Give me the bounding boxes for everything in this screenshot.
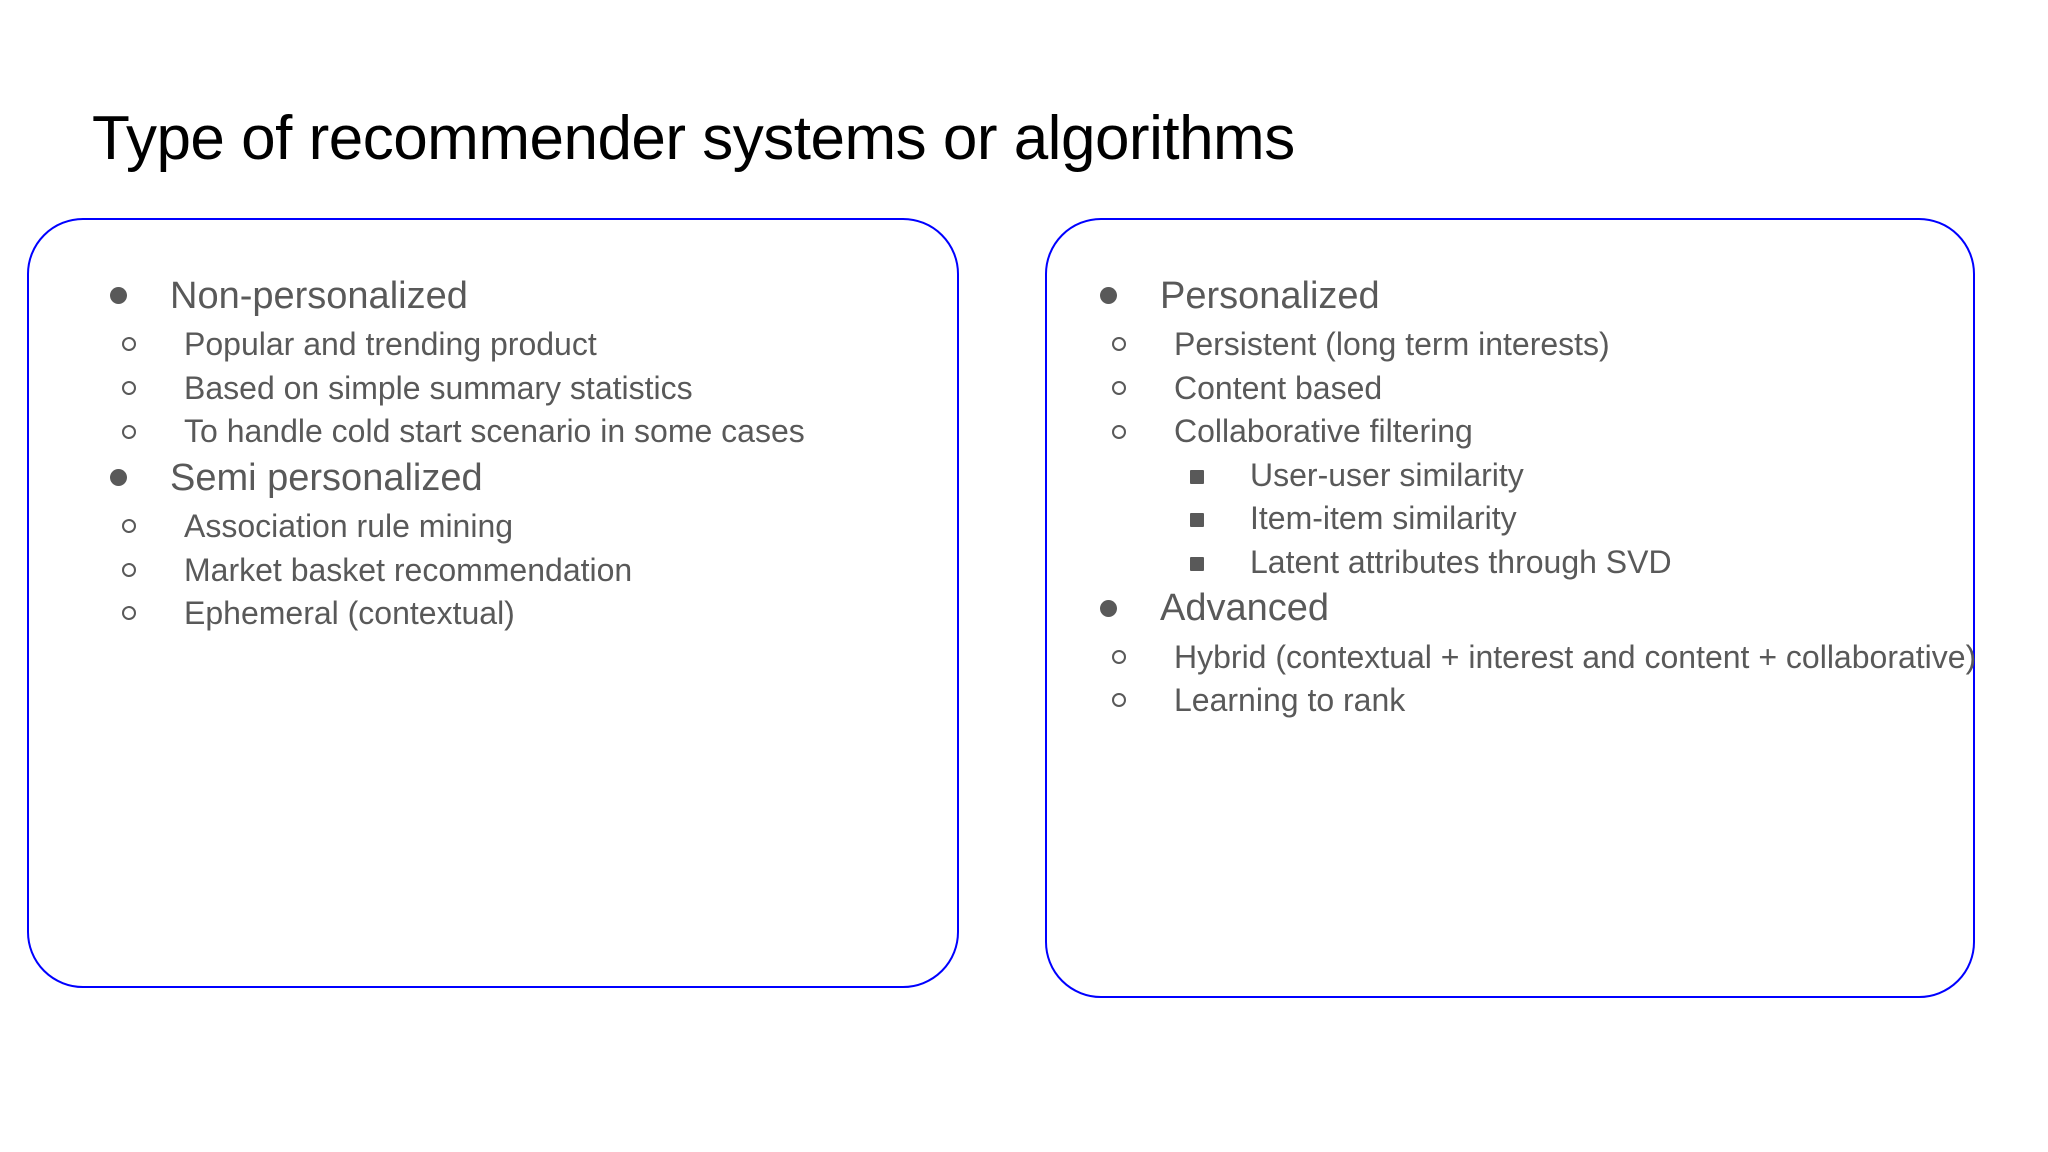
- list-item-label: Persistent (long term interests): [1174, 326, 1610, 363]
- list-item: Item-item similarity: [1082, 497, 1982, 541]
- list-item-label: User-user similarity: [1250, 456, 1524, 493]
- list-item: Content based: [1082, 367, 1982, 411]
- list-item: Semi personalized: [92, 454, 972, 503]
- filled-disc-bullet-icon: [110, 469, 127, 487]
- filled-disc-bullet-icon: [1100, 599, 1117, 617]
- list-item: Latent attributes through SVD: [1082, 541, 1982, 585]
- list-item: Non-personalized: [92, 272, 972, 321]
- hollow-circle-bullet-icon: [122, 380, 136, 395]
- right-category-box: [1045, 218, 1975, 998]
- list-item-label: Semi personalized: [170, 456, 483, 499]
- list-item: Advanced: [1082, 584, 1982, 633]
- left-category-box: [27, 218, 959, 988]
- hollow-circle-bullet-icon: [122, 562, 136, 577]
- list-item-label: To handle cold start scenario in some ca…: [184, 413, 805, 450]
- hollow-circle-bullet-icon: [1112, 380, 1126, 395]
- list-item-label: Hybrid (contextual + interest and conten…: [1174, 638, 1977, 675]
- list-item: Ephemeral (contextual): [92, 592, 972, 636]
- hollow-circle-bullet-icon: [122, 337, 136, 352]
- list-item: Personalized: [1082, 272, 1982, 321]
- list-item: Market basket recommendation: [92, 549, 972, 593]
- list-item: Based on simple summary statistics: [92, 367, 972, 411]
- list-item: User-user similarity: [1082, 454, 1982, 498]
- list-item: Association rule mining: [92, 505, 972, 549]
- list-item: To handle cold start scenario in some ca…: [92, 410, 972, 454]
- list-item: Hybrid (contextual + interest and conten…: [1082, 636, 1982, 680]
- list-item-label: Advanced: [1160, 587, 1330, 630]
- filled-disc-bullet-icon: [1100, 287, 1117, 305]
- filled-square-bullet-icon: [1190, 469, 1204, 484]
- filled-disc-bullet-icon: [110, 287, 127, 305]
- list-item-label: Market basket recommendation: [184, 551, 633, 588]
- hollow-circle-bullet-icon: [1112, 337, 1126, 352]
- list-item-label: Learning to rank: [1174, 682, 1406, 719]
- list-item-label: Item-item similarity: [1250, 500, 1517, 537]
- list-item: Learning to rank: [1082, 679, 1982, 723]
- list-item: Popular and trending product: [92, 323, 972, 367]
- hollow-circle-bullet-icon: [122, 519, 136, 534]
- list-item-label: Non-personalized: [170, 275, 468, 317]
- hollow-circle-bullet-icon: [122, 606, 136, 621]
- hollow-circle-bullet-icon: [122, 424, 136, 439]
- list-item: Persistent (long term interests): [1082, 323, 1982, 367]
- filled-square-bullet-icon: [1190, 513, 1204, 528]
- list-item: Collaborative filtering: [1082, 410, 1982, 454]
- list-item-label: Content based: [1174, 369, 1383, 406]
- list-item-label: Personalized: [1160, 275, 1380, 317]
- filled-square-bullet-icon: [1190, 556, 1204, 571]
- hollow-circle-bullet-icon: [1112, 649, 1126, 664]
- list-item-label: Latent attributes through SVD: [1250, 543, 1672, 580]
- page-title: Type of recommender systems or algorithm…: [92, 104, 1295, 173]
- list-item-label: Association rule mining: [184, 508, 514, 545]
- hollow-circle-bullet-icon: [1112, 424, 1126, 439]
- list-item-label: Based on simple summary statistics: [184, 369, 693, 406]
- list-item-label: Ephemeral (contextual): [184, 595, 515, 632]
- hollow-circle-bullet-icon: [1112, 693, 1126, 708]
- list-item-label: Popular and trending product: [184, 326, 597, 363]
- list-item-label: Collaborative filtering: [1174, 413, 1473, 450]
